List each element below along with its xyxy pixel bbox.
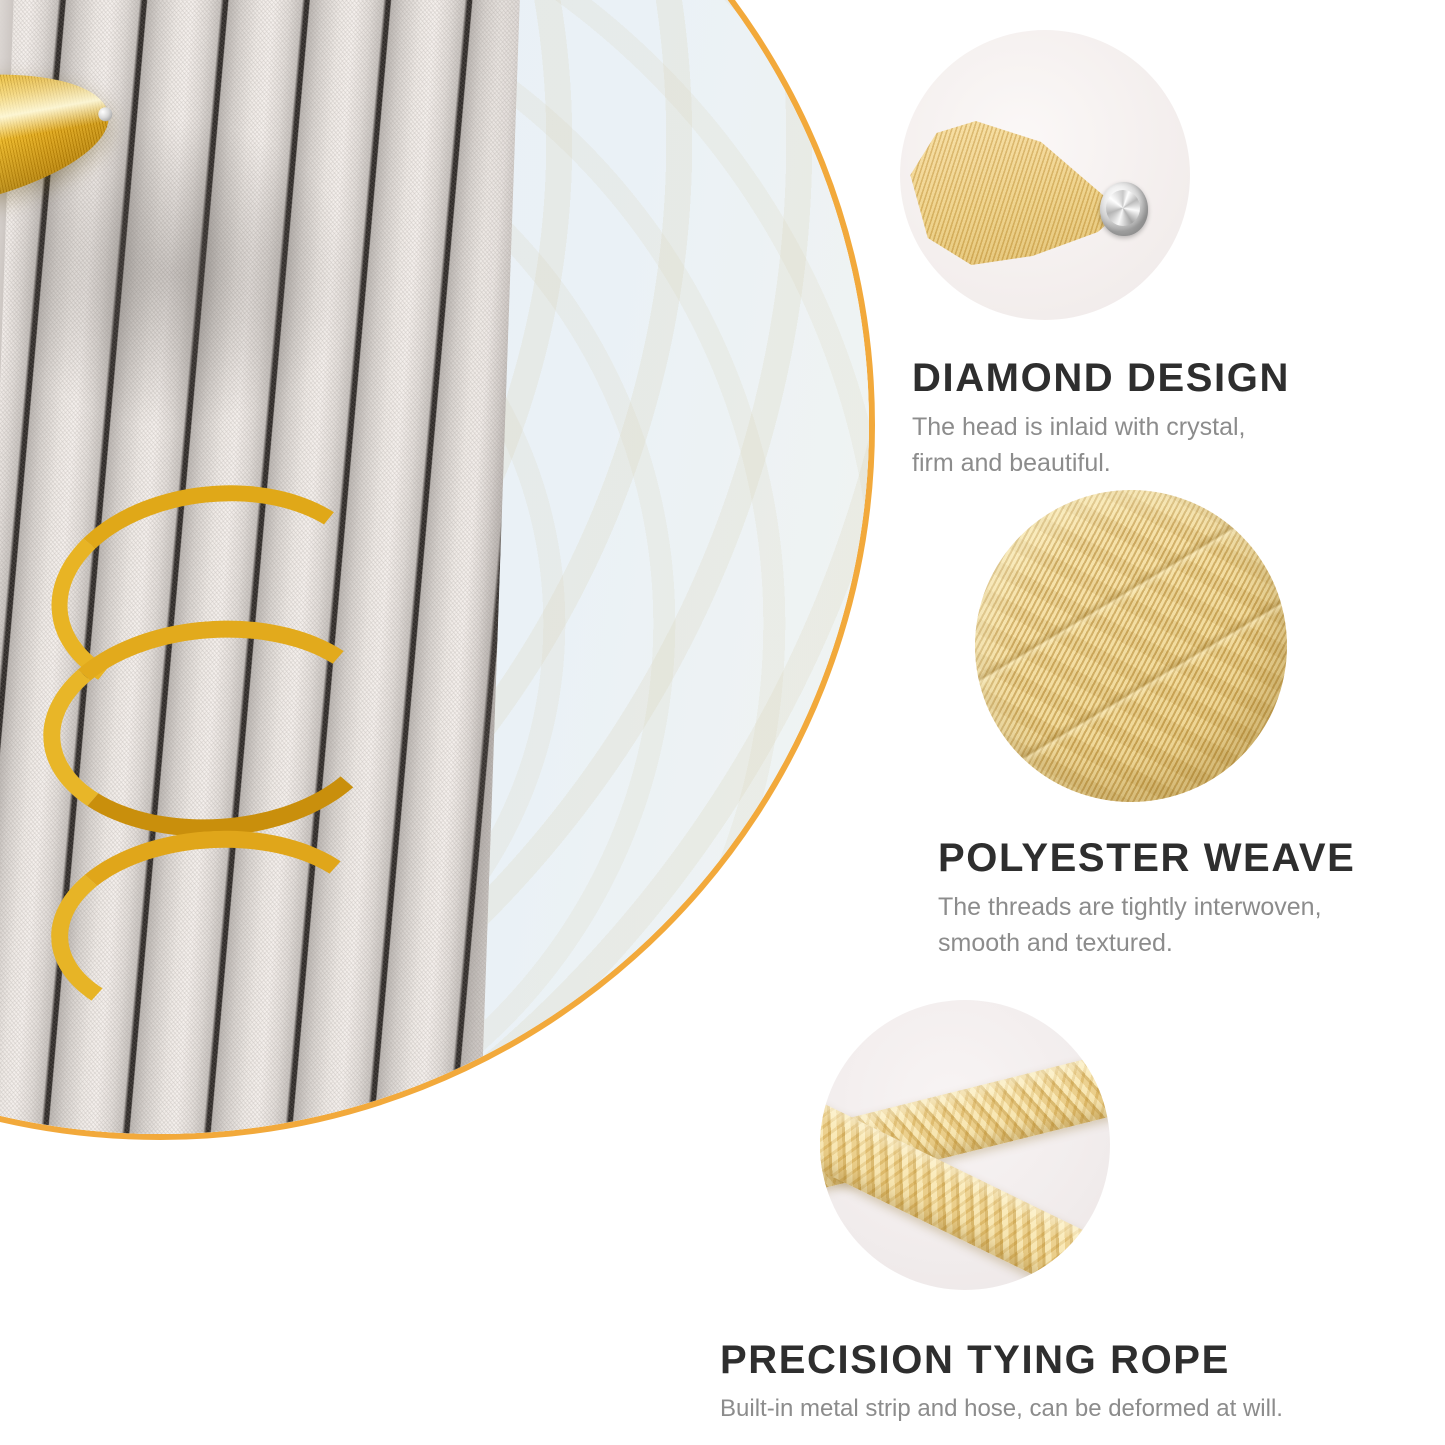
- tieback-cord-lower: [45, 822, 387, 1040]
- feature-block-polyester-weave: POLYESTER WEAVE The threads are tightly …: [938, 838, 1355, 961]
- hero-product-circle: [0, 0, 875, 1140]
- feature-desc-diamond-design-line2: firm and beautiful.: [912, 448, 1111, 477]
- tieback-spindle-upper: [0, 50, 120, 240]
- feature-desc-polyester-weave-line1: The threads are tightly interwoven,: [938, 893, 1322, 921]
- gold-tieback: [0, 0, 869, 1134]
- spindle-tip-icon: [97, 106, 114, 123]
- feature-block-diamond-design: DIAMOND DESIGN The head is inlaid with c…: [912, 358, 1290, 481]
- feature-title-polyester-weave: POLYESTER WEAVE: [938, 836, 1356, 880]
- feature-desc-diamond-design-line1: The head is inlaid with crystal,: [912, 413, 1246, 441]
- gold-cone-head: [910, 121, 1122, 265]
- feature-title-precision-tying-rope: PRECISION TYING ROPE: [720, 1338, 1230, 1382]
- weave-groove: [975, 490, 1287, 698]
- weave-groove: [975, 586, 1287, 802]
- feature-title-diamond-design: DIAMOND DESIGN: [912, 356, 1290, 400]
- feature-image-precision-tying-rope: [820, 1000, 1110, 1290]
- feature-desc-precision-tying-rope: Built-in metal strip and hose, can be de…: [720, 1395, 1283, 1422]
- feature-block-precision-tying-rope: PRECISION TYING ROPE Built-in metal stri…: [720, 1340, 1283, 1426]
- feature-desc-polyester-weave-line2: smooth and textured.: [938, 928, 1173, 957]
- crystal-gem-icon: [1100, 182, 1148, 236]
- feature-image-polyester-weave: [975, 490, 1287, 802]
- feature-image-diamond-design: [900, 30, 1190, 320]
